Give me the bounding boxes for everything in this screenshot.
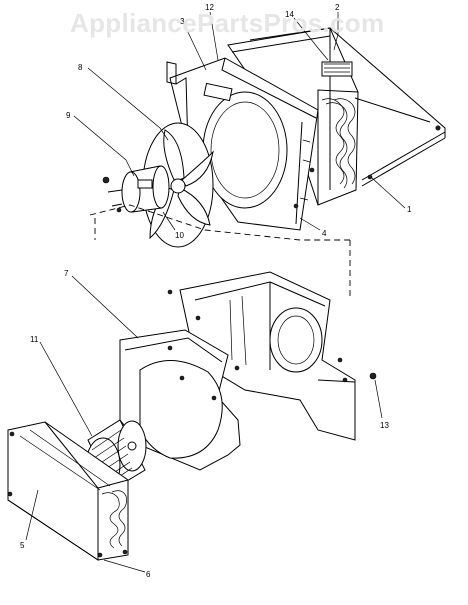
blower-scroll-front xyxy=(119,329,241,471)
callout-6: 6 xyxy=(146,570,151,579)
callout-4: 4 xyxy=(322,229,327,238)
callout-13: 13 xyxy=(380,421,389,430)
callout-2: 2 xyxy=(335,3,340,12)
callout-3: 3 xyxy=(180,17,185,26)
fan-blade xyxy=(142,122,214,248)
watermark: AppliancePartsPros.com xyxy=(70,8,385,38)
callout-7: 7 xyxy=(64,269,69,278)
evaporator-coil xyxy=(7,421,129,561)
callout-8: 8 xyxy=(78,63,83,72)
callout-labels: 3 12 14 2 8 9 1 4 10 7 11 13 5 6 xyxy=(20,3,412,579)
leader-lines xyxy=(25,11,406,573)
fan-motor xyxy=(102,165,170,213)
callout-1: 1 xyxy=(407,205,412,214)
callout-12: 12 xyxy=(205,3,214,12)
callout-9: 9 xyxy=(66,111,71,120)
callout-10: 10 xyxy=(175,231,184,240)
callout-14: 14 xyxy=(285,10,294,19)
callout-11: 11 xyxy=(30,335,39,344)
loose-fastener xyxy=(369,372,377,380)
base-tray xyxy=(249,27,446,187)
blower-housing-rear xyxy=(167,271,356,441)
callout-5: 5 xyxy=(20,541,25,550)
orifice-shroud xyxy=(166,57,319,231)
